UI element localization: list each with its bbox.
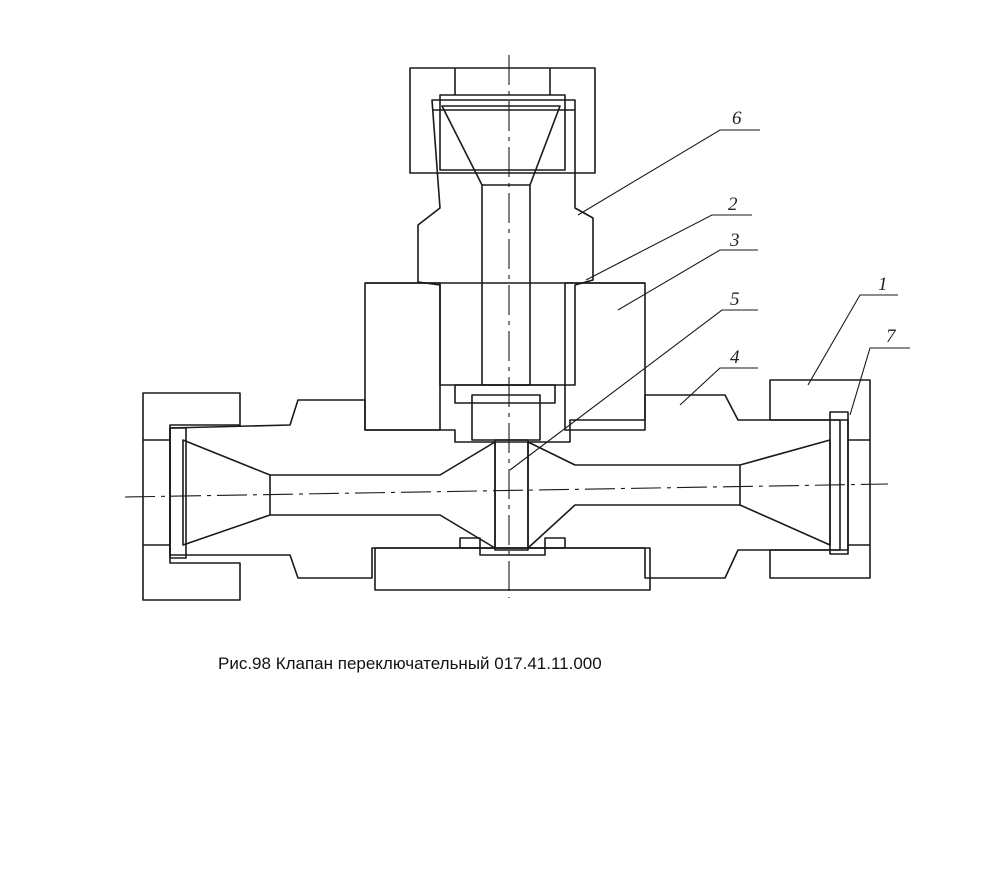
callout-5: 5 <box>730 289 740 310</box>
valve-stem <box>454 384 556 441</box>
gland-nut <box>364 282 646 431</box>
callout-6: 6 <box>732 108 742 129</box>
leader-lines <box>509 129 910 471</box>
horizontal-center-line <box>124 483 889 498</box>
figure-caption: Рис.98 Клапан переключательный 017.41.11… <box>218 654 602 673</box>
main-body <box>169 394 841 579</box>
upper-fitting <box>417 99 594 386</box>
right-union-nut <box>769 379 871 579</box>
bottom-plate <box>374 537 651 591</box>
callout-2: 2 <box>728 194 738 215</box>
callout-7: 7 <box>886 326 897 347</box>
top-nut <box>409 67 596 174</box>
callout-3: 3 <box>729 230 740 251</box>
callout-4: 4 <box>730 347 740 368</box>
callout-1: 1 <box>878 274 888 295</box>
left-union-nut <box>142 392 241 601</box>
